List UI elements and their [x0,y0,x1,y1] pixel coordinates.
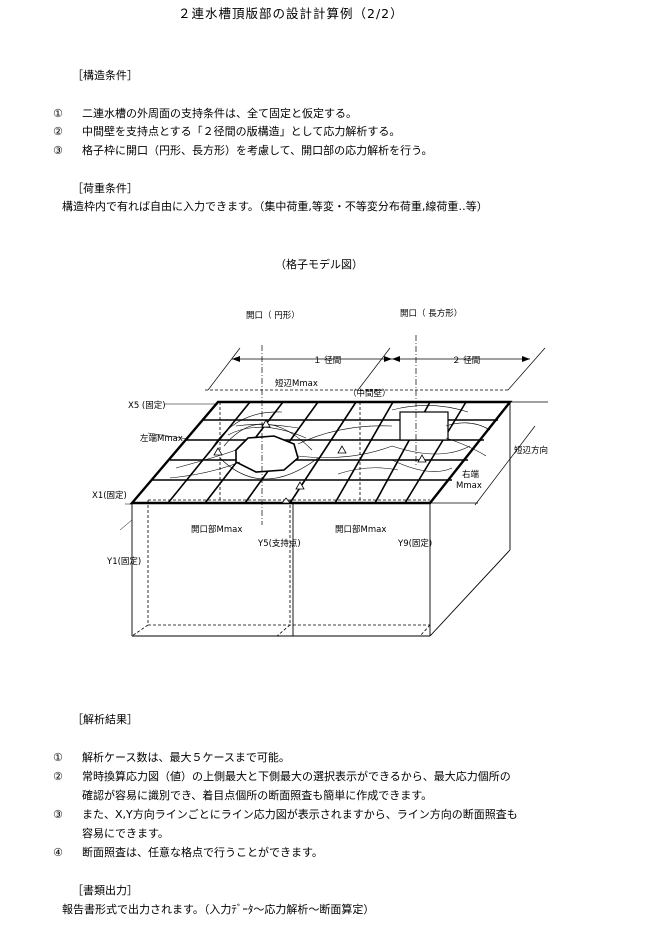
results-item-num: ② [53,770,63,783]
output-heading: ［書類出力］ [72,884,138,897]
results-item-text: 断面照査は、任意な格点で行うことができます。 [82,846,323,859]
page-title: ２連水槽頂版部の設計計算例（2/2） [178,6,404,21]
label-y5: Y5(支持点) [257,538,301,549]
label-opening-circle: 開口（ 円形） [246,310,300,321]
load-text: 構造枠内で有れば自由に入力できます。（集中荷重,等変・不等変分布荷重,線荷重‥等… [62,200,488,213]
results-item-num: ① [53,751,63,764]
results-item-text: 解析ケース数は、最大５ケースまで可能。 [82,751,290,764]
label-short-direction: 短辺方向 [514,445,548,456]
label-opening-mmax-left: 開口部Mmax [191,524,242,535]
structure-item-text: 格子枠に開口（円形、長方形）を考慮して、開口部の応力解析を行う。 [82,144,433,157]
structure-item-num: ② [53,125,63,138]
label-x1: X1(固定) [92,490,127,501]
label-opening-rect: 開口（ 長方形） [400,308,462,319]
label-opening-mmax-right: 開口部Mmax [335,524,386,535]
structure-item-num: ① [53,107,63,120]
label-short-edge-max: 短辺Mmax [275,378,318,389]
load-heading: ［荷重条件］ [72,182,138,195]
label-y1: Y1(固定) [106,556,141,567]
structure-item-num: ③ [53,144,63,157]
results-item-num: ④ [53,846,63,859]
structure-item-text: 中間壁を支持点とする「２径間の版構造」として応力解析する。 [82,125,401,138]
results-item-text: 確認が容易に識別でき、着目点個所の断面照査も簡単に作成できます。 [82,789,433,802]
label-y9: Y9(固定) [397,538,432,549]
label-span1: １ 径間 [313,355,341,366]
label-middle-wall: （中間壁） [348,388,391,399]
label-right-edge: 右端 [462,469,480,480]
structure-heading: ［構造条件］ [72,69,138,82]
results-item-num: ③ [53,808,63,821]
results-item-text: 常時換算応力図（値）の上側最大と下側最大の選択表示ができるから、最大応力個所の [82,770,511,783]
results-item-text: また、X,Y方向ラインごとにライン応力図が表示されますから、ライン方向の断面照査… [82,808,518,821]
results-heading: ［解析結果］ [72,713,138,726]
label-right-edge-max: Mmax [456,481,482,491]
output-text: 報告書形式で出力されます。（入力ﾃﾞｰﾀ～応力解析～断面算定） [62,903,375,916]
results-item-text: 容易にできます。 [82,827,169,840]
label-span2: ２ 径間 [452,355,480,366]
structure-item-text: 二連水槽の外周面の支持条件は、全て固定と仮定する。 [82,107,357,120]
lattice-model-figure: （格子モデル図） [92,257,548,637]
figure-caption: （格子モデル図） [275,257,363,271]
label-left-edge-max: 左端Mmax [140,433,183,444]
label-x5: X5 (固定) [128,400,166,411]
